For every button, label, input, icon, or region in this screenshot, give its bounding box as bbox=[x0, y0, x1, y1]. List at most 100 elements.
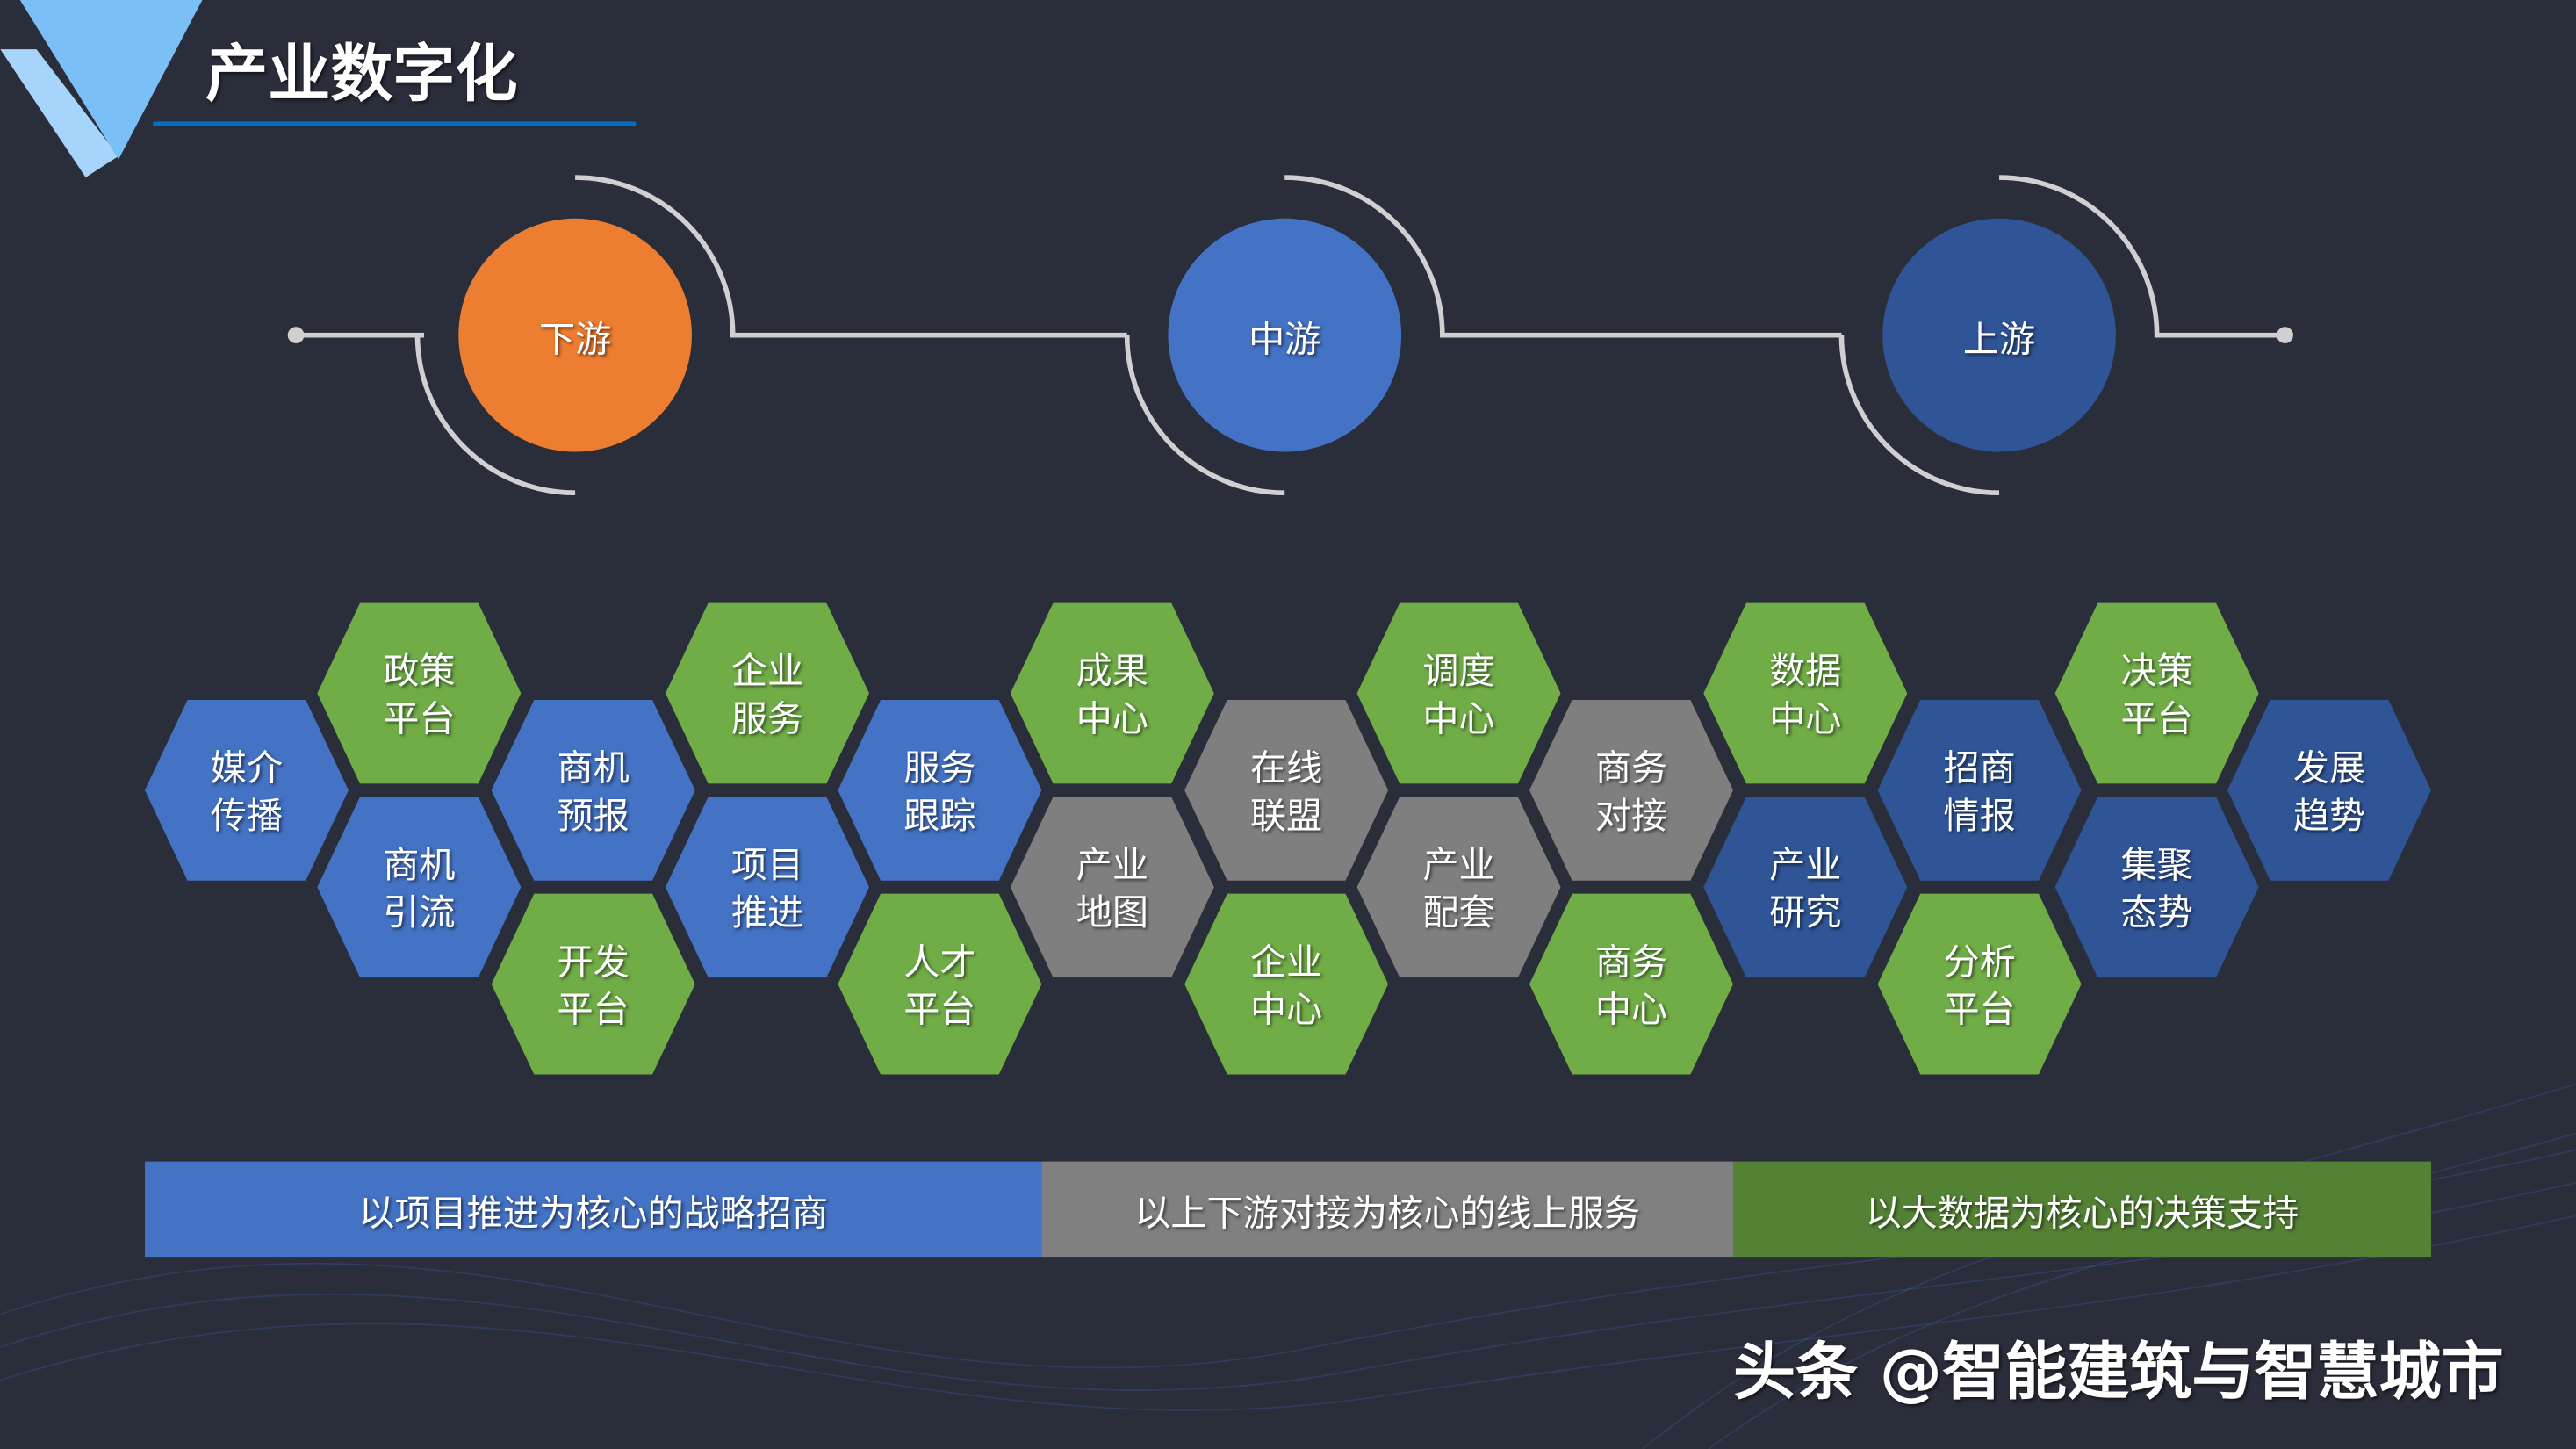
decor-triangle-light bbox=[0, 49, 119, 178]
hexagon-label-line-1: 在线 bbox=[1250, 747, 1322, 789]
stage-circle bbox=[458, 218, 692, 452]
summary-bar-bg bbox=[144, 1161, 1042, 1258]
hexagon-shape bbox=[144, 699, 349, 881]
summary-bar-3: 以大数据为核心的决策支持 bbox=[1732, 1161, 2432, 1258]
hexagon-grid: 媒介传播政策平台商机引流商机预报开发平台企业服务项目推进服务跟踪人才平台成果中心… bbox=[144, 602, 2432, 1075]
hexagon-label-line-1: 商务 bbox=[1595, 941, 1667, 983]
summary-bar-bg bbox=[1732, 1161, 2432, 1258]
hexagon-label-line-2: 平台 bbox=[383, 697, 455, 739]
hexagon-label-line-1: 商机 bbox=[558, 747, 630, 789]
stage-label: 中游 bbox=[1248, 318, 1320, 360]
hexagon-label-line-2: 联盟 bbox=[1250, 795, 1322, 837]
hexagon-label-line-2: 传播 bbox=[211, 795, 283, 837]
hexagon-label-line-2: 趋势 bbox=[2293, 795, 2365, 837]
hexagon-shape bbox=[838, 893, 1042, 1075]
hexagon-shape bbox=[1184, 893, 1389, 1075]
hexagon-label-line-2: 中心 bbox=[1250, 989, 1322, 1031]
hexagon-shape bbox=[1010, 797, 1214, 978]
summary-bar-label: 以项目推进为核心的战略招商 bbox=[358, 1193, 828, 1235]
hexagon-label-line-1: 商务 bbox=[1595, 747, 1667, 789]
hexagon-label-line-1: 集聚 bbox=[2120, 844, 2192, 886]
hexagon-label-line-2: 引流 bbox=[383, 891, 455, 934]
hexagon-shape bbox=[1877, 699, 2082, 881]
stage-circle bbox=[1168, 218, 1402, 452]
stage-label: 下游 bbox=[539, 318, 611, 360]
hexagon-label-line-1: 招商 bbox=[1943, 747, 2015, 789]
hexagon-label-line-2: 配套 bbox=[1422, 891, 1494, 934]
hexagon-label-line-2: 推进 bbox=[731, 891, 803, 934]
hexagon-label-line-1: 媒介 bbox=[211, 747, 283, 789]
hexagon-label-line-1: 项目 bbox=[731, 844, 803, 886]
hexagon-label-line-2: 平台 bbox=[903, 989, 975, 1031]
hexagon-label-line-2: 对接 bbox=[1595, 795, 1667, 837]
hexagon-label-line-2: 平台 bbox=[2120, 697, 2192, 739]
hexagon-shape bbox=[317, 797, 522, 978]
hexagon-label-line-1: 服务 bbox=[903, 747, 975, 789]
hexagon-shape bbox=[1529, 893, 1733, 1075]
hexagon-shape bbox=[1877, 893, 2082, 1075]
hexagon-label-line-2: 预报 bbox=[558, 795, 630, 837]
stage-1: 下游 bbox=[458, 218, 692, 452]
hexagon-label-line-2: 情报 bbox=[1943, 795, 2015, 837]
title-underline bbox=[153, 121, 637, 127]
hexagon-shape bbox=[317, 602, 522, 784]
hexagon-label-line-1: 政策 bbox=[383, 650, 455, 692]
hexagon-shape bbox=[1356, 602, 1561, 784]
summary-bar-1: 以项目推进为核心的战略招商 bbox=[144, 1161, 1042, 1258]
hexagon-shape bbox=[491, 893, 695, 1075]
hexagon-label-line-2: 研究 bbox=[1769, 891, 1841, 934]
hexagon-label-line-2: 平台 bbox=[558, 989, 630, 1031]
hexagon-label-line-1: 分析 bbox=[1943, 941, 2015, 983]
hexagon-label-line-1: 企业 bbox=[731, 650, 803, 692]
hexagon-shape bbox=[1703, 602, 1908, 784]
summary-bar-label: 以大数据为核心的决策支持 bbox=[1866, 1193, 2299, 1235]
hexagon-label-line-1: 成果 bbox=[1076, 650, 1148, 692]
hexagon-label-line-1: 发展 bbox=[2293, 747, 2365, 789]
hexagon-label-line-2: 平台 bbox=[1943, 989, 2015, 1031]
summary-bars: 以项目推进为核心的战略招商 以上下游对接为核心的线上服务 以大数据为核心的决策支持 bbox=[144, 1161, 2432, 1258]
hexagon-label-line-2: 态势 bbox=[2120, 891, 2192, 934]
hexagon-label-line-1: 决策 bbox=[2120, 650, 2192, 692]
hexagon-label-line-1: 产业 bbox=[1422, 844, 1494, 886]
stage-2: 中游 bbox=[1168, 218, 1402, 452]
page-title: 产业数字化 bbox=[205, 38, 517, 111]
hexagon-项目推进: 项目推进 bbox=[665, 797, 869, 978]
hexagon-label-line-1: 企业 bbox=[1250, 941, 1322, 983]
hexagon-shape bbox=[2054, 797, 2259, 978]
hexagon-label-line-2: 中心 bbox=[1422, 697, 1494, 739]
timeline-start-dot bbox=[287, 327, 305, 343]
hexagon-label-line-1: 产业 bbox=[1769, 844, 1841, 886]
watermark: 头条 @智能建筑与智慧城市 bbox=[1733, 1335, 2504, 1408]
stage-circle bbox=[1882, 218, 2116, 452]
hexagon-shape bbox=[2054, 602, 2259, 784]
timeline-end-dot bbox=[2277, 327, 2293, 343]
timeline bbox=[296, 175, 2285, 496]
summary-bar-2: 以上下游对接为核心的线上服务 bbox=[1041, 1161, 1733, 1258]
hexagon-shape bbox=[1703, 797, 1908, 978]
hexagon-label-line-2: 跟踪 bbox=[903, 795, 975, 837]
hexagon-label-line-1: 产业 bbox=[1076, 844, 1148, 886]
hexagon-label-line-2: 中心 bbox=[1076, 697, 1148, 739]
hexagon-label-line-1: 人才 bbox=[903, 941, 975, 983]
hexagon-shape bbox=[1010, 602, 1214, 784]
